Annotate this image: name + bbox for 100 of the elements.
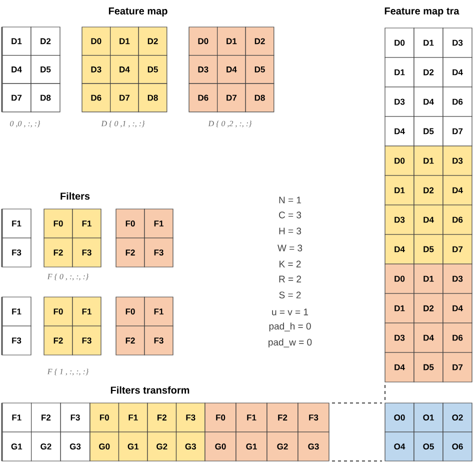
parameter-text: N = 1 [279,196,301,204]
table-cell: O2 [442,402,472,432]
table-cell: F3 [72,238,102,268]
table-cell: F0 [116,296,145,326]
parameter-text: C = 3 [279,212,302,218]
table-cell: D2 [414,175,444,206]
index-caption: F { 1 , :, :, :} [47,368,89,376]
table-cell: D1 [414,146,444,176]
table-cell: G2 [147,432,177,462]
table-cell: D3 [384,322,414,353]
table-cell: D5 [414,234,444,264]
table-cell: D8 [30,83,60,112]
table-cell: D1 [110,26,139,56]
table-cell: F3 [144,238,174,268]
table-cell: F2 [44,238,73,268]
table-cell: D4 [442,293,472,324]
table-cell: F3 [176,402,206,432]
table-cell: F3 [60,402,90,432]
table-cell: F0 [90,402,120,432]
table-cell: D1 [1,26,32,56]
table-cell: D5 [414,116,444,146]
table-cell: O6 [442,432,472,462]
table-cell: F0 [44,296,73,326]
table-cell: O1 [414,402,444,432]
table-cell: F3 [298,402,330,432]
table-cell: F1 [1,402,32,432]
table-cell: D4 [442,175,472,206]
table-cell: D1 [217,26,246,56]
table-cell: D4 [414,204,444,235]
heading: Feature map tra [384,8,460,16]
table-cell: G1 [236,432,268,462]
table-cell: D5 [30,55,60,84]
parameter-text: u = v = 1 [272,308,308,316]
table-cell: F0 [204,402,236,432]
table-cell: D2 [30,26,60,56]
heading: Filters [60,192,90,200]
table-cell: D4 [384,352,414,382]
table-cell: F0 [44,208,73,238]
parameter-text: pad_w = 0 [268,338,312,348]
index-caption: D { 0 ,2 , :, :} [208,120,252,128]
table-cell: D8 [245,83,274,112]
index-caption: 0 ,0 , :, :} [10,120,40,128]
table-cell: D6 [442,322,472,353]
table-cell: D6 [82,83,111,112]
table-cell: D7 [442,116,472,146]
table-cell: G2 [266,432,298,462]
table-cell: D3 [82,55,111,84]
table-cell: D5 [414,352,444,382]
table-cell: D0 [384,28,414,58]
table-cell: F1 [118,402,148,432]
table-cell: F1 [72,296,102,326]
table-cell: D7 [442,352,472,382]
parameter-text: H = 3 [279,228,302,234]
table-cell: D4 [442,57,472,88]
table-cell: D3 [188,55,218,84]
parameter-text: S = 2 [279,292,301,298]
table-cell: F2 [266,402,298,432]
parameter-text: pad_h = 0 [269,322,311,332]
table-cell: F0 [116,208,145,238]
table-cell: F2 [116,238,145,268]
parameter-text: R = 2 [279,276,301,282]
table-cell: G3 [298,432,330,462]
table-cell: F1 [1,208,32,238]
table-cell: D2 [414,293,444,324]
table-cell: D7 [1,83,32,112]
table-cell: D4 [414,86,444,117]
table-cell: G0 [204,432,236,462]
table-cell: O4 [384,432,414,462]
table-cell: F1 [236,402,268,432]
table-cell: F3 [144,326,174,356]
parameter-text: K = 2 [280,260,301,268]
table-cell: D3 [442,146,472,176]
table-cell: F1 [1,296,32,326]
table-cell: D8 [138,83,168,112]
table-cell: D4 [1,55,32,84]
table-cell: D4 [217,55,246,84]
table-cell: G3 [60,432,90,462]
table-cell: D3 [442,264,472,294]
table-cell: D1 [414,264,444,294]
table-cell: D4 [384,116,414,146]
index-caption: D { 0 ,1 , :, :} [101,120,145,128]
table-cell: D4 [384,234,414,264]
table-cell: F2 [31,402,61,432]
table-cell: D5 [245,55,274,84]
table-cell: D7 [110,83,139,112]
table-cell: D7 [217,83,246,112]
table-cell: D4 [110,55,139,84]
table-cell: D0 [188,26,218,56]
table-cell: F1 [144,296,174,326]
table-cell: D0 [384,264,414,294]
table-cell: F2 [44,326,73,356]
table-cell: D3 [384,204,414,235]
heading: Feature map [108,8,168,16]
table-cell: G1 [118,432,148,462]
table-cell: D1 [384,57,414,88]
heading: Filters transform [110,386,190,394]
table-cell: F2 [147,402,177,432]
table-cell: D1 [414,28,444,58]
table-cell: F1 [72,208,102,238]
table-cell: D5 [138,55,168,84]
